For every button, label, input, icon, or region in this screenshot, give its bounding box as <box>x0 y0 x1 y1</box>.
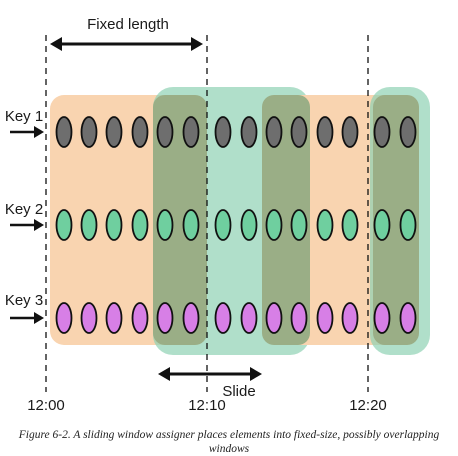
element-key-2-4 <box>131 209 149 241</box>
element-key-1-5 <box>156 116 174 148</box>
key-2-label: Key 2 <box>5 201 43 218</box>
element-key-1-11 <box>316 116 334 148</box>
element-key-2-10 <box>290 209 308 241</box>
arrowhead-right-icon <box>191 37 203 51</box>
key-3-arrowhead-icon <box>34 312 44 324</box>
slide-label: Slide <box>222 383 255 400</box>
element-key-3-5 <box>156 302 174 334</box>
time-label-1210: 12:10 <box>188 397 226 410</box>
element-key-3-14 <box>399 302 417 334</box>
overlap-3 <box>373 95 419 345</box>
element-key-3-1 <box>55 302 73 334</box>
element-key-1-14 <box>399 116 417 148</box>
fixed-length-label: Fixed length <box>87 16 169 33</box>
element-key-1-3 <box>105 116 123 148</box>
element-key-1-8 <box>240 116 258 148</box>
element-key-2-6 <box>182 209 200 241</box>
element-key-3-3 <box>105 302 123 334</box>
element-key-3-13 <box>373 302 391 334</box>
element-key-1-13 <box>373 116 391 148</box>
sliding-window-diagram: Fixed length Slide Key 1 Key 2 Key 3 12:… <box>5 16 430 410</box>
overlap-1 <box>153 95 207 345</box>
elements-key-1 <box>55 116 417 148</box>
arrowhead-left-icon <box>50 37 62 51</box>
element-key-3-2 <box>80 302 98 334</box>
element-key-3-11 <box>316 302 334 334</box>
element-key-1-10 <box>290 116 308 148</box>
element-key-2-2 <box>80 209 98 241</box>
element-key-3-10 <box>290 302 308 334</box>
key-2-arrowhead-icon <box>34 219 44 231</box>
time-label-1200: 12:00 <box>27 397 65 410</box>
element-key-2-11 <box>316 209 334 241</box>
key-1-arrowhead-icon <box>34 126 44 138</box>
element-key-1-2 <box>80 116 98 148</box>
element-key-1-4 <box>131 116 149 148</box>
element-key-2-8 <box>240 209 258 241</box>
key-1-label: Key 1 <box>5 108 43 125</box>
element-key-2-7 <box>214 209 232 241</box>
element-key-3-8 <box>240 302 258 334</box>
element-key-3-7 <box>214 302 232 334</box>
key-3-label: Key 3 <box>5 292 43 309</box>
slide-arrowhead-right-icon <box>250 367 262 381</box>
figure-caption: Figure 6-2. A sliding window assigner pl… <box>18 429 440 455</box>
element-key-2-5 <box>156 209 174 241</box>
time-label-1220: 12:20 <box>349 397 387 410</box>
elements-key-2 <box>55 209 417 241</box>
element-key-2-12 <box>341 209 359 241</box>
element-key-1-7 <box>214 116 232 148</box>
element-key-3-9 <box>265 302 283 334</box>
element-key-2-9 <box>265 209 283 241</box>
element-key-3-12 <box>341 302 359 334</box>
element-key-2-3 <box>105 209 123 241</box>
element-key-1-9 <box>265 116 283 148</box>
element-key-1-1 <box>55 116 73 148</box>
element-key-2-13 <box>373 209 391 241</box>
element-key-3-4 <box>131 302 149 334</box>
elements-key-3 <box>55 302 417 334</box>
overlap-2 <box>262 95 310 345</box>
element-key-3-6 <box>182 302 200 334</box>
slide-arrowhead-left-icon <box>158 367 170 381</box>
element-key-2-1 <box>55 209 73 241</box>
element-key-1-6 <box>182 116 200 148</box>
element-key-1-12 <box>341 116 359 148</box>
element-key-2-14 <box>399 209 417 241</box>
